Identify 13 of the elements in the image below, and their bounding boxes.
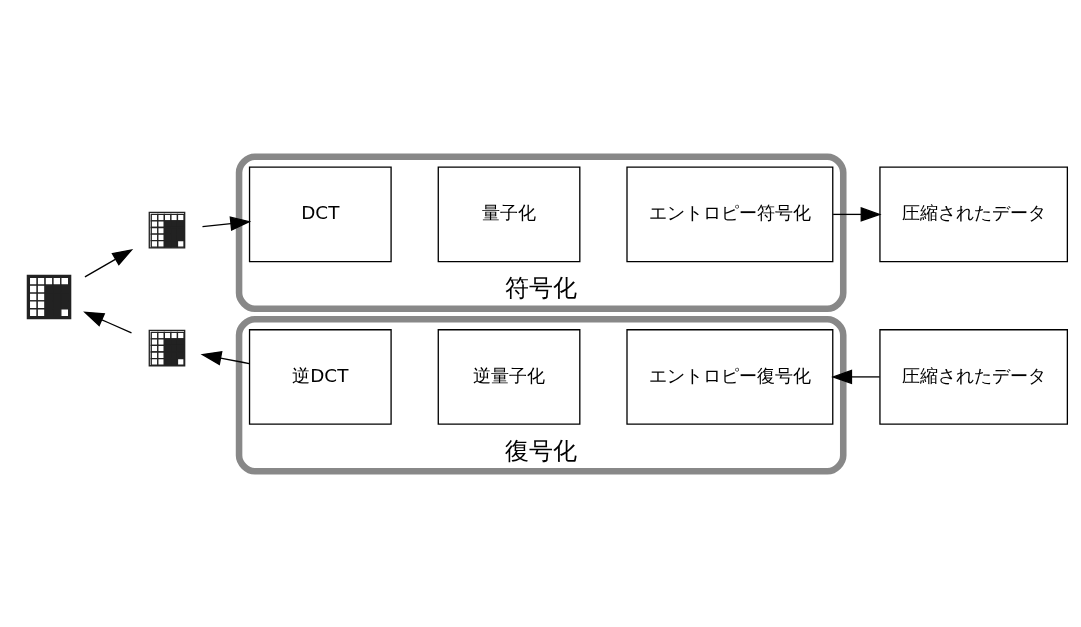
node-box: 逆DCT bbox=[248, 328, 392, 425]
arrow bbox=[84, 248, 134, 278]
node-box: 逆量子化 bbox=[437, 328, 581, 425]
node-box: エントロピー復号化 bbox=[626, 328, 834, 425]
node-box: エントロピー符号化 bbox=[626, 166, 834, 262]
arrow bbox=[201, 215, 252, 231]
node-box: 量子化 bbox=[437, 166, 581, 262]
arrow bbox=[831, 369, 881, 384]
node-box: 圧縮されたデータ bbox=[879, 328, 1068, 425]
arrow bbox=[83, 311, 133, 334]
node-box: 圧縮されたデータ bbox=[879, 166, 1068, 262]
node-box: DCT bbox=[248, 166, 392, 262]
arrow bbox=[832, 206, 882, 222]
